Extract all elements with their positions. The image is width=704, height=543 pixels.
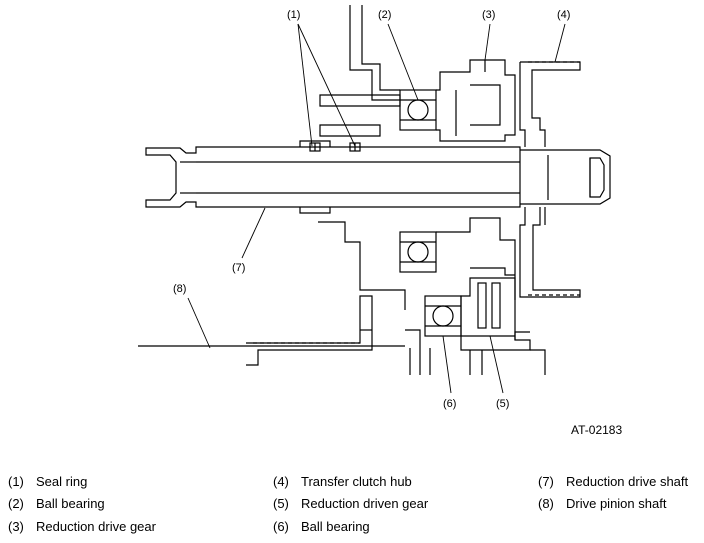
legend-number: (2) xyxy=(8,496,24,511)
legend-number: (3) xyxy=(8,519,24,534)
callout-4: (4) xyxy=(557,9,570,21)
legend-number: (7) xyxy=(538,474,554,489)
reduction-drive-gear xyxy=(436,59,516,142)
lower-bearing-area xyxy=(318,217,516,310)
ball-bearing-upper xyxy=(399,89,437,131)
legend-label: Ball bearing xyxy=(301,519,370,534)
legend-label: Seal ring xyxy=(36,474,88,489)
legend-label: Transfer clutch hub xyxy=(301,474,412,489)
parts-legend: (1) Seal ring (2) Ball bearing (3) Reduc… xyxy=(0,466,704,543)
legend-number: (4) xyxy=(273,474,289,489)
legend-label: Drive pinion shaft xyxy=(566,496,667,511)
legend-label: Reduction drive gear xyxy=(36,519,156,534)
reduction-gear-cross-section-diagram: (1) (2) (3) (4) (5) (6) (7) (8) AT-02183 xyxy=(138,5,622,437)
legend-label: Ball bearing xyxy=(36,496,105,511)
callout-2: (2) xyxy=(378,9,391,21)
leader-lines xyxy=(187,23,566,394)
legend-number: (8) xyxy=(538,496,554,511)
ball-bearing-lower xyxy=(424,295,462,337)
seal-rings xyxy=(309,142,361,152)
reduction-drive-shaft xyxy=(145,140,611,214)
legend-number: (6) xyxy=(273,519,289,534)
callout-1: (1) xyxy=(287,9,300,21)
lower-housing xyxy=(138,295,546,375)
legend-label: Reduction driven gear xyxy=(301,496,429,511)
figure-id: AT-02183 xyxy=(571,423,622,437)
callout-6: (6) xyxy=(443,398,456,410)
legend-number: (1) xyxy=(8,474,24,489)
transfer-clutch-hub xyxy=(519,61,581,298)
legend-number: (5) xyxy=(273,496,289,511)
callout-8: (8) xyxy=(173,283,186,295)
callout-5: (5) xyxy=(496,398,509,410)
callout-7: (7) xyxy=(232,262,245,274)
callout-3: (3) xyxy=(482,9,495,21)
legend-label: Reduction drive shaft xyxy=(566,474,689,489)
